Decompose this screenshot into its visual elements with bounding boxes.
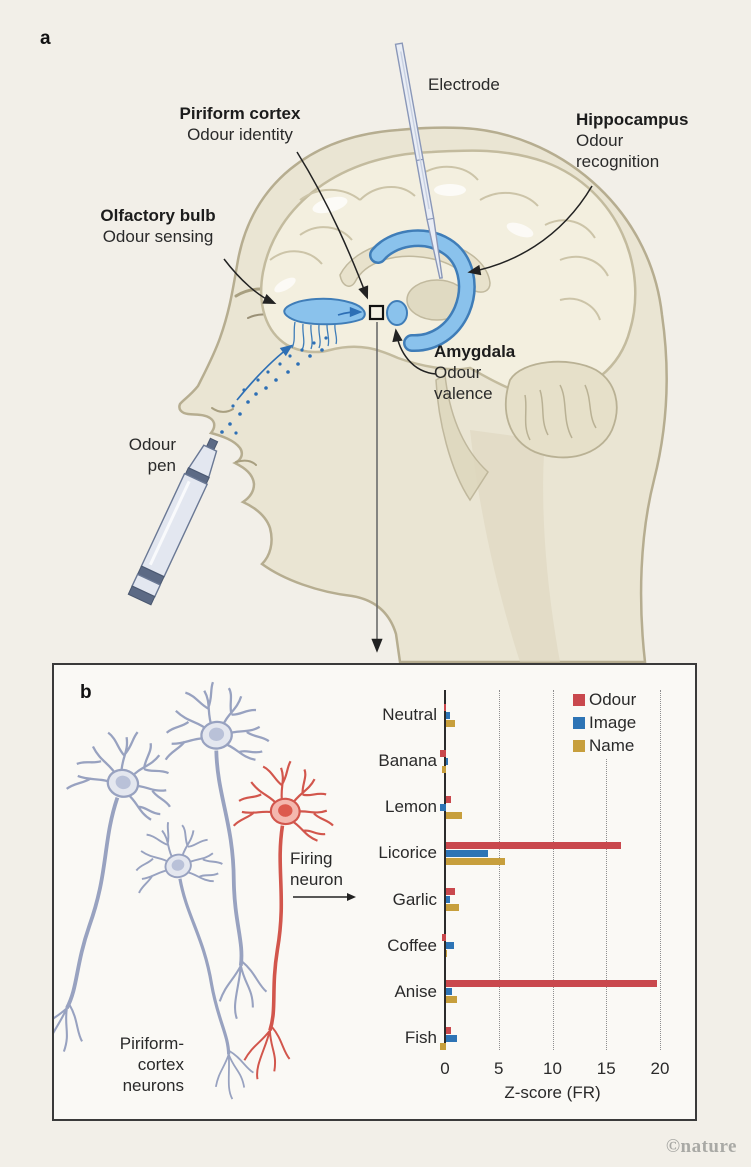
bar-odour [446, 795, 452, 803]
legend-label: Image [589, 712, 637, 732]
category-label: Banana [378, 751, 437, 771]
olfactory-label: Olfactory bulb Odour sensing [94, 205, 222, 247]
category-label: Licorice [378, 843, 437, 863]
electrode-illustration [394, 42, 443, 280]
piriform-subtitle: Odour identity [187, 125, 293, 145]
bar-odour [441, 934, 446, 942]
bar-name [446, 719, 455, 727]
bar-name [446, 904, 459, 912]
bar-odour [443, 703, 446, 711]
gridline [660, 690, 661, 1050]
x-axis-label: Z-score (FR) [504, 1083, 601, 1102]
hippocampus-label: Hippocampus Odour recognition [576, 109, 688, 172]
piriform-neuron [54, 718, 186, 1072]
panel-b: b Firing neuron Piriform-cortex neurons … [52, 663, 697, 1121]
bar-name [439, 1042, 446, 1050]
gridline [552, 690, 554, 1050]
olfactory-bulb-structure [283, 297, 366, 351]
bar-odour [446, 1026, 452, 1034]
category-label: Garlic [392, 889, 437, 909]
legend-label: Name [589, 735, 635, 755]
legend-label: Odour [589, 689, 637, 709]
bar-odour [446, 841, 622, 849]
category-label: Anise [394, 981, 437, 1001]
label-arrows [223, 151, 593, 375]
head-illustration [127, 42, 668, 664]
legend-swatch [573, 739, 585, 752]
hippocampus-arrow [467, 185, 593, 276]
bar-name [446, 996, 457, 1004]
bar-odour [446, 888, 455, 896]
bar-name [446, 950, 448, 958]
amygdala-structure [386, 300, 408, 326]
recording-site-marker [368, 304, 385, 321]
nature-credit: ©nature [665, 1136, 737, 1157]
olfactory-title: Olfactory bulb [100, 206, 216, 225]
gridline [606, 690, 608, 1050]
bar-image [446, 988, 453, 996]
legend-swatch [573, 716, 585, 729]
odour-trail [220, 306, 363, 435]
hippocampus-subtitle: Odour recognition [576, 131, 660, 172]
amygdala-title: Amygdala [434, 342, 516, 361]
bar-odour [446, 980, 657, 988]
panel-a-label: a [40, 28, 51, 49]
hippocampus-title: Hippocampus [576, 110, 689, 129]
panel-b-label: b [80, 682, 92, 703]
y-axis-line [444, 690, 447, 1050]
firing-neuron [216, 757, 338, 1084]
piriform-title: Piriform cortex [179, 104, 301, 123]
bar-image [446, 942, 454, 950]
electrode-label: Electrode [428, 75, 500, 94]
bar-name [441, 765, 446, 773]
bar-name [446, 811, 463, 819]
x-tick: 20 [650, 1059, 670, 1078]
hippocampus-structure [369, 229, 476, 353]
amygdala-arrow [392, 328, 437, 375]
brain-illustration [259, 149, 637, 502]
bar-image [446, 1034, 457, 1042]
bar-image [446, 849, 488, 857]
x-tick: 5 [494, 1059, 504, 1078]
amygdala-label: Amygdala Odour valence [434, 341, 524, 404]
gridline [498, 690, 500, 1050]
category-label: Coffee [387, 935, 437, 955]
odour-pen-illustration [127, 437, 219, 606]
piriform-neurons-label: Piriform-cortex neurons [119, 1034, 184, 1096]
olfactory-arrow [223, 258, 277, 305]
legend-item: Name [573, 734, 636, 757]
piriform-arrow [296, 151, 369, 300]
x-tick: 10 [543, 1059, 562, 1078]
firing-neuron-label: Firing neuron [290, 849, 343, 890]
category-label: Fish [404, 1028, 437, 1048]
bar-image [439, 803, 446, 811]
bar-image [446, 757, 449, 765]
bar-image [446, 896, 451, 904]
olfactory-subtitle: Odour sensing [102, 227, 214, 247]
legend-swatch [573, 693, 585, 706]
x-tick: 0 [440, 1059, 450, 1078]
x-tick: 15 [596, 1059, 616, 1078]
legend-item: Image [573, 711, 636, 734]
firing-neuron-arrow [293, 893, 356, 901]
bar-odour [439, 749, 446, 757]
category-label: Lemon [385, 797, 437, 817]
amygdala-subtitle: Odour valence [434, 363, 493, 404]
piriform-label: Piriform cortex Odour identity [150, 103, 330, 145]
bar-image [446, 711, 451, 719]
category-label: Neutral [382, 705, 437, 724]
bar-name [446, 857, 506, 865]
odour-pen-label: Odour pen [128, 435, 176, 476]
legend-item: Odour [573, 688, 636, 711]
